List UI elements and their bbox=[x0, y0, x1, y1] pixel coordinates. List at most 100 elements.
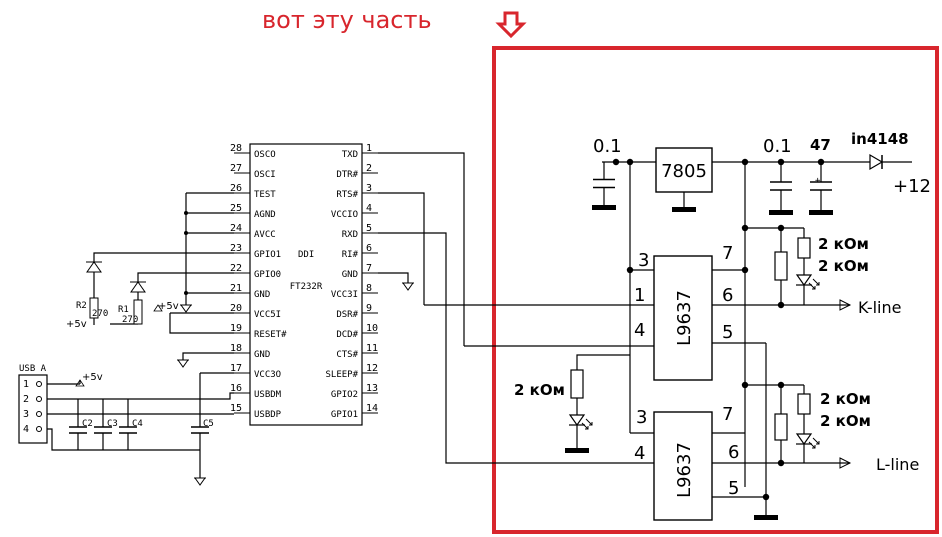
junction-dot bbox=[777, 301, 785, 309]
ground-symbol bbox=[809, 210, 833, 215]
junction-dot bbox=[762, 493, 770, 501]
l-line-label: L-line bbox=[876, 455, 919, 474]
pin-number: 3 bbox=[366, 183, 372, 194]
cap-value: 0.1 bbox=[593, 136, 622, 157]
junction-dot bbox=[741, 381, 749, 389]
junction-dot bbox=[741, 266, 749, 274]
resistor-label: 2 кОм bbox=[818, 235, 869, 253]
pin-name: AVCC bbox=[254, 230, 276, 240]
usb-pin-number: 4 bbox=[23, 424, 29, 435]
pin-name: DTR# bbox=[336, 170, 358, 180]
pin-number: 28 bbox=[230, 143, 242, 154]
usb-connector bbox=[18, 374, 48, 444]
pin-name: VCCIO bbox=[331, 210, 358, 220]
junction-dot bbox=[777, 459, 785, 467]
pin-name: VCC3O bbox=[254, 370, 281, 380]
ic-pin-number: 4 bbox=[634, 443, 645, 464]
ground-symbol bbox=[769, 210, 793, 215]
pin-name: GPIO1 bbox=[254, 250, 281, 260]
resistor-label: R2 bbox=[76, 301, 87, 311]
ic-name: L9637 bbox=[674, 290, 695, 346]
junction-dot bbox=[626, 266, 634, 274]
resistor-label: 2 кОм bbox=[820, 412, 871, 430]
pin-name: GND bbox=[254, 290, 270, 300]
power-flag-icon bbox=[153, 304, 163, 312]
pin-number: 6 bbox=[366, 243, 372, 254]
usb-pin-number: 1 bbox=[23, 379, 29, 390]
ft232r-chip bbox=[249, 143, 363, 426]
usb-pin bbox=[36, 426, 42, 432]
diode-label: in4148 bbox=[851, 130, 909, 148]
pin-name: CTS# bbox=[336, 350, 358, 360]
k-line-label: K-line bbox=[858, 298, 901, 317]
pin-number: 14 bbox=[366, 403, 378, 414]
ic-name: L9637 bbox=[674, 442, 695, 498]
usb-pin bbox=[36, 381, 42, 387]
junction-dot bbox=[612, 158, 620, 166]
power-flag-icon bbox=[75, 379, 85, 387]
pin-number: 22 bbox=[230, 263, 242, 274]
ic-pin-number: 6 bbox=[722, 285, 733, 306]
pin-name: RESET# bbox=[254, 330, 287, 340]
pin-name: TXD bbox=[342, 150, 358, 160]
ground-symbol bbox=[180, 304, 192, 313]
pin-number: 10 bbox=[366, 323, 378, 334]
plus5v-label: +5v bbox=[66, 319, 87, 330]
chip-ddi-label: DDI bbox=[298, 250, 314, 260]
ground-symbol bbox=[754, 515, 778, 520]
cap-value: 0.1 bbox=[763, 136, 792, 157]
wire bbox=[137, 272, 234, 282]
pin-number: 2 bbox=[366, 163, 372, 174]
pin-number: 16 bbox=[230, 383, 242, 394]
pin-number: 4 bbox=[366, 203, 372, 214]
wire bbox=[169, 313, 234, 334]
led-icon bbox=[795, 433, 820, 449]
capacitor-label: C4 bbox=[132, 419, 143, 429]
regulator-7805 bbox=[655, 147, 713, 193]
pin-number: 15 bbox=[230, 403, 242, 414]
plus5v-label: +5v bbox=[82, 372, 103, 383]
ic-pin-number: 1 bbox=[634, 285, 645, 306]
usb-label: USB A bbox=[19, 364, 47, 374]
junction-dot bbox=[741, 224, 749, 232]
usb-pin-number: 3 bbox=[23, 409, 29, 420]
pin-name: AGND bbox=[254, 210, 276, 220]
plus5v-label: +5v bbox=[158, 301, 179, 312]
resistor bbox=[570, 369, 584, 399]
pin-name: RI# bbox=[342, 250, 359, 260]
pin-name: GND bbox=[254, 350, 270, 360]
pin-number: 26 bbox=[230, 183, 242, 194]
pin-name: DCD# bbox=[336, 330, 358, 340]
pin-name: SLEEP# bbox=[325, 370, 358, 380]
pin-name: GND bbox=[342, 270, 358, 280]
wire bbox=[378, 272, 409, 283]
pin-number: 8 bbox=[366, 283, 372, 294]
usb-pin bbox=[36, 411, 42, 417]
ground-symbol bbox=[402, 282, 414, 291]
pin-number: 12 bbox=[366, 363, 378, 374]
down-arrow-icon bbox=[495, 11, 527, 39]
ic-pin-number: 7 bbox=[722, 243, 733, 264]
usb-pin-number: 2 bbox=[23, 394, 29, 405]
pin-number: 24 bbox=[230, 223, 242, 234]
arrow-icon bbox=[839, 457, 852, 469]
wire bbox=[182, 352, 234, 360]
pin-name: USBDP bbox=[254, 410, 282, 420]
junction-dot bbox=[184, 291, 188, 295]
cap-value: 47 bbox=[810, 136, 831, 154]
highlight-frame bbox=[492, 46, 939, 534]
resistor bbox=[774, 413, 788, 441]
ic-pin-number: 5 bbox=[728, 478, 739, 499]
resistor bbox=[797, 393, 811, 415]
resistor-label: 2 кОм bbox=[818, 257, 869, 275]
pin-name: OSCI bbox=[254, 170, 276, 180]
capacitor-label: C2 bbox=[82, 419, 93, 429]
junction-dot bbox=[777, 158, 785, 166]
ic-pin-number: 5 bbox=[722, 322, 733, 343]
resistor-value: 270 bbox=[122, 315, 138, 325]
ic-pin-number: 4 bbox=[634, 320, 645, 341]
pin-number: 9 bbox=[366, 303, 372, 314]
junction-dot bbox=[184, 211, 188, 215]
pin-number: 21 bbox=[230, 283, 242, 294]
